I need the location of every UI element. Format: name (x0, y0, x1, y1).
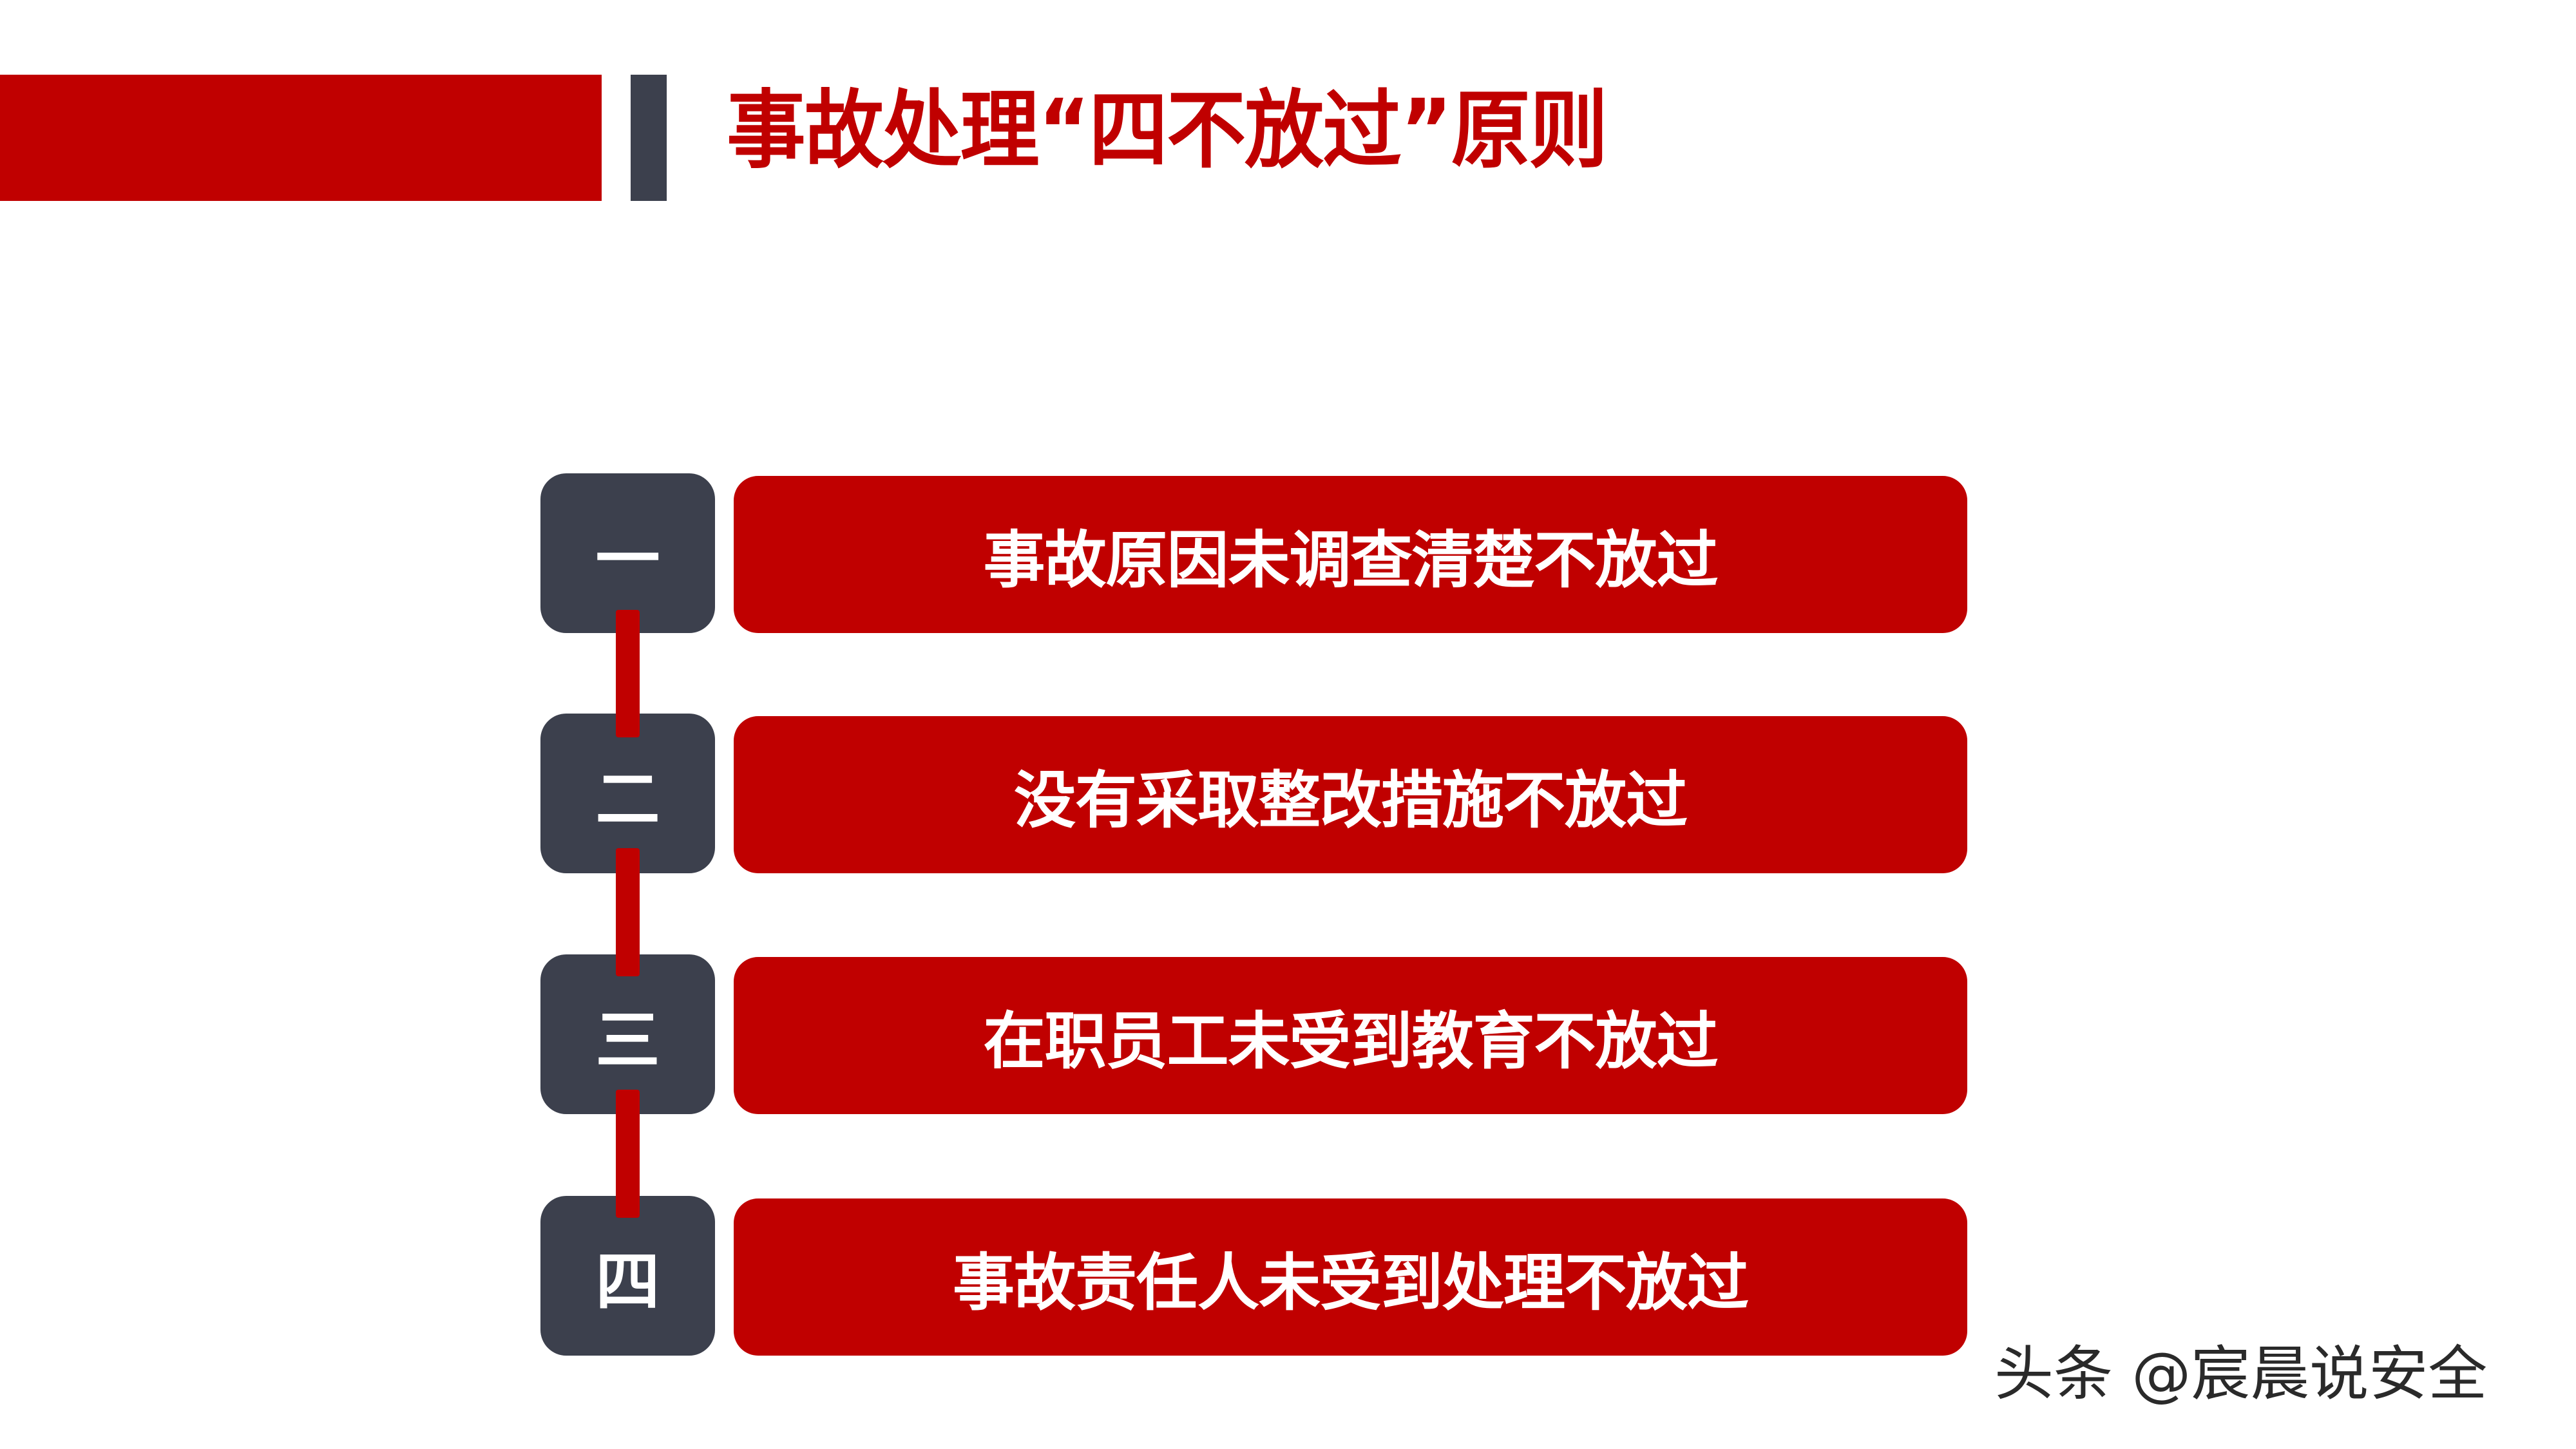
number-badge: 三 (540, 954, 715, 1114)
principle-text: 在职员工未受到教育不放过 (734, 957, 1967, 1114)
principle-text: 事故责任人未受到处理不放过 (734, 1198, 1967, 1356)
number-badge: 一 (540, 473, 715, 633)
connector-3-4 (616, 1090, 640, 1218)
number-badge: 二 (540, 714, 715, 873)
principle-row-4: 四 事故责任人未受到处理不放过 (0, 1196, 2576, 1357)
principle-row-1: 一 事故原因未调查清楚不放过 (0, 473, 2576, 634)
principle-row-3: 三 在职员工未受到教育不放过 (0, 954, 2576, 1115)
watermark: 头条 @宸晨说安全 (1994, 1340, 2488, 1408)
connector-2-3 (616, 848, 640, 976)
number-badge: 四 (540, 1196, 715, 1356)
principle-text: 事故原因未调查清楚不放过 (734, 476, 1967, 633)
connector-1-2 (616, 610, 640, 737)
header-accent-bar (631, 75, 667, 201)
header-red-bar (0, 75, 602, 201)
principle-text: 没有采取整改措施不放过 (734, 716, 1967, 873)
principle-row-2: 二 没有采取整改措施不放过 (0, 714, 2576, 875)
page-title: 事故处理“四不放过”原则 (727, 81, 1608, 180)
